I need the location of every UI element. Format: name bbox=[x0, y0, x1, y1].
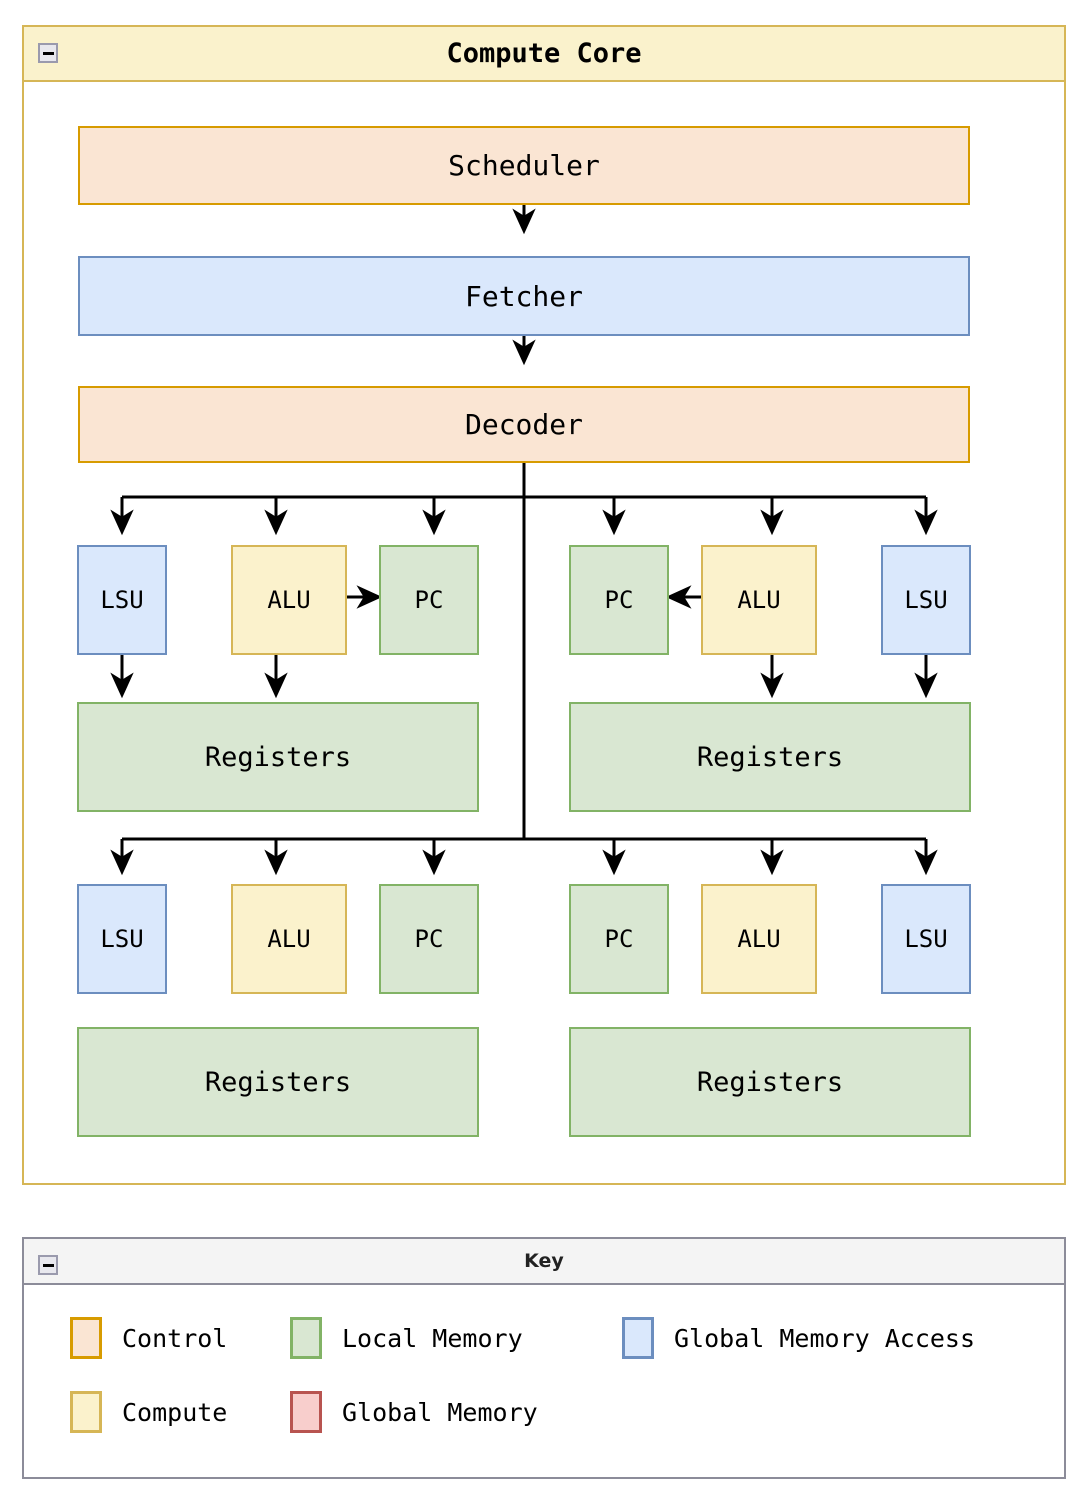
lsu-label: LSU bbox=[100, 586, 144, 614]
alu-label: ALU bbox=[737, 925, 781, 953]
compute-swatch bbox=[70, 1391, 102, 1433]
compute-core-container: Compute Core bbox=[22, 25, 1066, 1185]
pc-unit: PC bbox=[569, 884, 669, 994]
control-swatch bbox=[70, 1317, 102, 1359]
pc-label: PC bbox=[604, 586, 634, 614]
lsu-label: LSU bbox=[904, 925, 948, 953]
decoder-label: Decoder bbox=[464, 408, 583, 441]
minus-collapse-icon[interactable] bbox=[38, 43, 58, 63]
legend-label: Local Memory bbox=[342, 1323, 523, 1353]
key-title: Key bbox=[524, 1250, 564, 1272]
pc-label: PC bbox=[414, 925, 444, 953]
legend-item-control: Control bbox=[70, 1317, 227, 1359]
lsu-unit: LSU bbox=[77, 884, 167, 994]
minus-collapse-icon[interactable] bbox=[38, 1255, 58, 1275]
legend-item-global-memory-access: Global Memory Access bbox=[622, 1317, 975, 1359]
alu-unit: ALU bbox=[701, 884, 817, 994]
alu-unit: ALU bbox=[231, 884, 347, 994]
lsu-label: LSU bbox=[904, 586, 948, 614]
compute-core-header: Compute Core bbox=[24, 27, 1064, 82]
scheduler-block: Scheduler bbox=[78, 126, 970, 205]
local-memory-swatch bbox=[290, 1317, 322, 1359]
legend-item-local-memory: Local Memory bbox=[290, 1317, 523, 1359]
key-header: Key bbox=[24, 1239, 1064, 1285]
legend-label: Global Memory Access bbox=[674, 1323, 976, 1353]
registers-label: Registers bbox=[696, 741, 844, 773]
page-title: Compute Core bbox=[446, 38, 642, 69]
pc-unit: PC bbox=[569, 545, 669, 655]
lsu-unit: LSU bbox=[881, 884, 971, 994]
legend-item-global-memory: Global Memory bbox=[290, 1391, 538, 1433]
registers-block: Registers bbox=[77, 702, 479, 812]
pc-unit: PC bbox=[379, 545, 479, 655]
registers-block: Registers bbox=[77, 1027, 479, 1137]
registers-label: Registers bbox=[204, 741, 352, 773]
fetcher-block: Fetcher bbox=[78, 256, 970, 336]
lsu-unit: LSU bbox=[881, 545, 971, 655]
fetcher-label: Fetcher bbox=[464, 279, 583, 313]
scheduler-label: Scheduler bbox=[448, 149, 600, 182]
decoder-block: Decoder bbox=[78, 386, 970, 463]
registers-label: Registers bbox=[696, 1066, 844, 1098]
key-panel: Key Control Local Memory Global Memory A… bbox=[22, 1237, 1066, 1479]
pc-unit: PC bbox=[379, 884, 479, 994]
alu-label: ALU bbox=[267, 925, 311, 953]
alu-unit: ALU bbox=[701, 545, 817, 655]
lsu-unit: LSU bbox=[77, 545, 167, 655]
lsu-label: LSU bbox=[100, 925, 144, 953]
global-memory-swatch bbox=[290, 1391, 322, 1433]
minus-bar-icon bbox=[42, 1263, 54, 1267]
registers-block: Registers bbox=[569, 1027, 971, 1137]
legend-label: Control bbox=[122, 1323, 228, 1353]
minus-bar-icon bbox=[42, 51, 54, 55]
registers-label: Registers bbox=[204, 1066, 352, 1098]
pc-label: PC bbox=[604, 925, 634, 953]
global-memory-access-swatch bbox=[622, 1317, 654, 1359]
registers-block: Registers bbox=[569, 702, 971, 812]
alu-label: ALU bbox=[737, 586, 781, 614]
alu-unit: ALU bbox=[231, 545, 347, 655]
alu-label: ALU bbox=[267, 586, 311, 614]
pc-label: PC bbox=[414, 586, 444, 614]
legend-label: Global Memory bbox=[342, 1397, 538, 1427]
legend-label: Compute bbox=[122, 1397, 228, 1427]
legend-item-compute: Compute bbox=[70, 1391, 227, 1433]
